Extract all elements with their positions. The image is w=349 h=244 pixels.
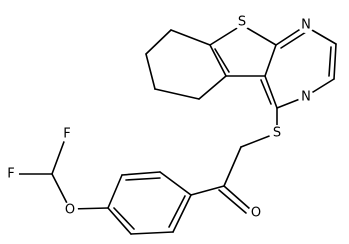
bond [264,75,278,109]
bond [125,177,161,181]
difluoromethoxy-group [15,138,109,210]
bond [209,44,227,77]
bond [170,29,211,46]
thioether-sulfur-atom: S [269,125,285,141]
atom-label: S [238,15,246,30]
atom-label: N [301,90,311,105]
bond [130,231,174,235]
bond [145,29,172,55]
atom-label: F [7,167,14,182]
bond [121,171,161,176]
thiophene-ring [209,24,277,77]
atom-labels: S N N S O O F F [3,14,314,221]
bond [154,88,200,100]
bond [159,171,192,196]
bond [107,207,132,235]
bond [190,185,225,196]
bond [328,46,332,77]
atom-label: O [251,206,261,221]
bond [260,79,272,105]
bond [107,174,123,209]
bond [223,185,251,210]
atom-label: F [63,127,70,142]
bond [264,44,277,77]
ether-oxygen-atom: O [62,202,78,218]
fluorine-atom-upper: F [59,126,75,142]
pyrimidine-nitrogen-lower: N [298,89,314,105]
atom-label: S [273,126,281,141]
pyrimidine-nitrogen-upper: N [298,17,314,33]
bond [333,43,337,80]
thiophene-sulfur-atom: S [234,14,250,30]
bond [198,75,227,100]
bond [280,31,307,49]
carbonyl-oxygen-atom: O [248,205,264,221]
cyclohexane-ring [145,29,227,100]
thioether-linker [190,107,278,214]
atom-label: N [301,18,311,33]
benzene-ring [107,171,192,235]
bond [113,207,135,230]
bond [218,189,247,214]
bond [145,53,156,90]
bond [209,24,243,46]
atom-label: O [65,203,75,218]
bond [51,138,66,175]
bond [214,48,230,73]
bond [172,194,192,233]
bond [168,195,186,228]
bond [223,146,242,187]
bond [241,24,277,46]
fluorine-atom-lower: F [3,166,19,182]
